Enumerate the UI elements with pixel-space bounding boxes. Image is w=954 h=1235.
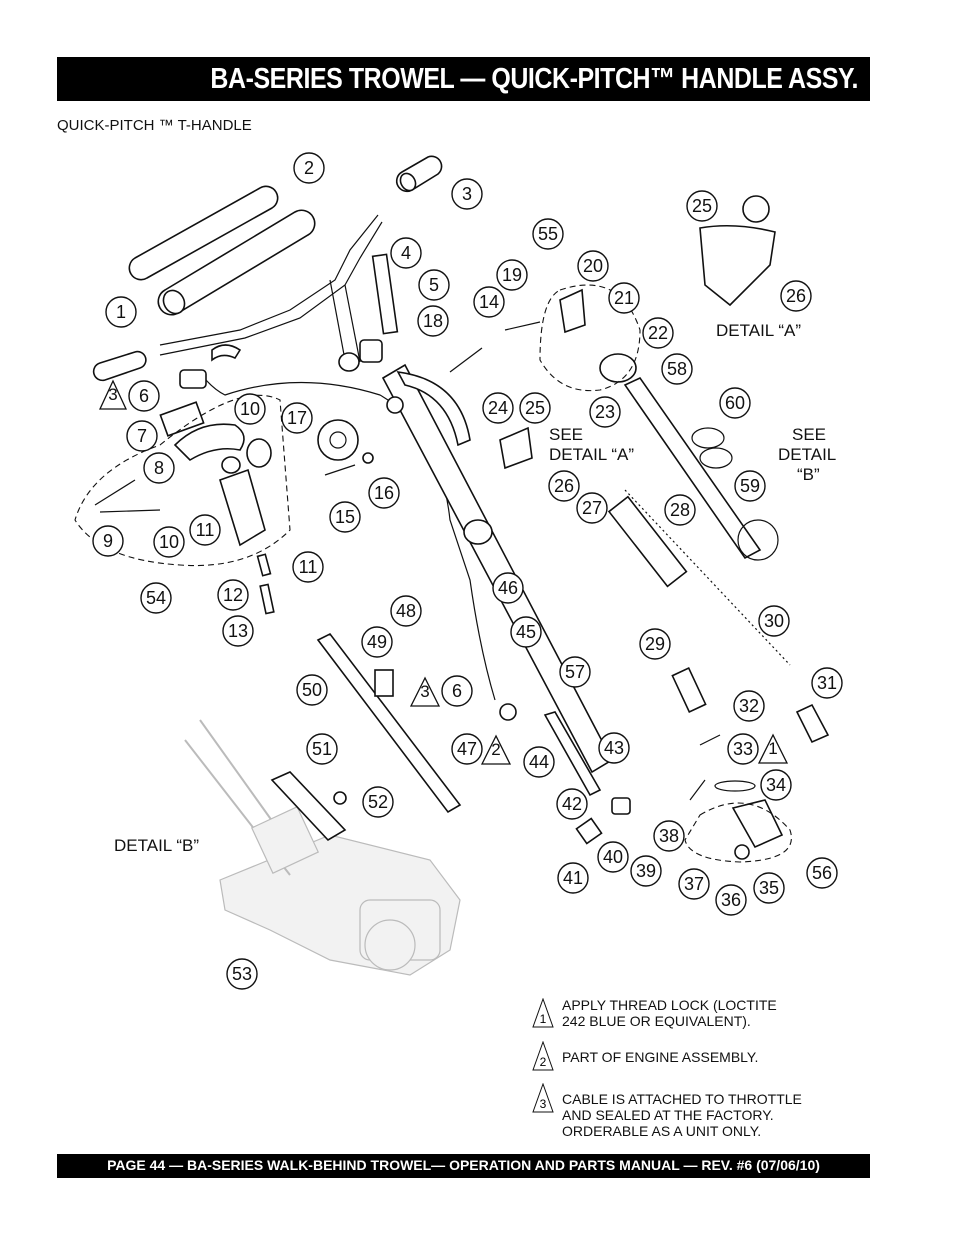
svg-text:24: 24: [488, 398, 508, 418]
svg-text:27: 27: [582, 498, 602, 518]
see-detail-b-2: DETAIL: [778, 445, 836, 464]
footer-text: PAGE 44 — BA-SERIES WALK-BEHIND TROWEL— …: [107, 1157, 820, 1173]
svg-text:3: 3: [462, 184, 472, 204]
svg-text:5: 5: [429, 275, 439, 295]
svg-text:55: 55: [538, 224, 558, 244]
section-subtitle: QUICK-PITCH ™ T-HANDLE: [57, 117, 252, 134]
svg-text:1: 1: [540, 1012, 547, 1026]
svg-text:22: 22: [648, 323, 668, 343]
detail-b-title: DETAIL “B”: [114, 836, 199, 855]
svg-text:39: 39: [636, 861, 656, 881]
trowel-engine-ghost: [184, 719, 461, 976]
svg-text:15: 15: [335, 507, 355, 527]
see-detail-b-1: SEE: [792, 425, 826, 444]
svg-text:3: 3: [108, 385, 117, 404]
note-1-text: APPLY THREAD LOCK (LOCTITE 242 BLUE OR E…: [562, 997, 777, 1029]
svg-text:40: 40: [603, 847, 623, 867]
page-title: BA-SERIES TROWEL — QUICK-PITCH™ HANDLE A…: [210, 63, 858, 95]
svg-text:56: 56: [812, 863, 832, 883]
svg-text:53: 53: [232, 964, 252, 984]
svg-text:30: 30: [764, 611, 784, 631]
svg-text:58: 58: [667, 359, 687, 379]
svg-text:3: 3: [420, 682, 429, 701]
title-bar: BA-SERIES TROWEL — QUICK-PITCH™ HANDLE A…: [57, 57, 870, 101]
svg-text:10: 10: [240, 399, 260, 419]
svg-text:51: 51: [312, 739, 332, 759]
svg-text:49: 49: [367, 632, 387, 652]
svg-text:20: 20: [583, 256, 603, 276]
svg-text:17: 17: [287, 408, 307, 428]
svg-text:13: 13: [228, 621, 248, 641]
svg-text:35: 35: [759, 878, 779, 898]
svg-text:48: 48: [396, 601, 416, 621]
svg-text:12: 12: [223, 585, 243, 605]
callout-bubbles: 1 2 3 4 5 6 7 8 9 10 10 11 11 12 13 14 1…: [92, 152, 843, 990]
svg-text:28: 28: [670, 500, 690, 520]
svg-text:18: 18: [423, 311, 443, 331]
note-3-text: CABLE IS ATTACHED TO THROTTLE AND SEALED…: [562, 1091, 802, 1139]
svg-text:57: 57: [565, 662, 585, 682]
svg-text:26: 26: [554, 476, 574, 496]
svg-text:6: 6: [139, 386, 149, 406]
note-2-text: PART OF ENGINE ASSEMBLY.: [562, 1049, 759, 1065]
svg-text:6: 6: [452, 681, 462, 701]
svg-text:1: 1: [768, 739, 777, 758]
see-detail-a-2: DETAIL “A”: [549, 445, 634, 464]
svg-text:38: 38: [659, 826, 679, 846]
svg-text:54: 54: [146, 588, 166, 608]
svg-text:42: 42: [562, 794, 582, 814]
svg-text:7: 7: [137, 426, 147, 446]
t-handle-bar: [159, 214, 383, 363]
svg-text:14: 14: [479, 292, 499, 312]
svg-text:25: 25: [525, 398, 545, 418]
svg-text:50: 50: [302, 680, 322, 700]
svg-text:60: 60: [725, 393, 745, 413]
svg-text:8: 8: [154, 458, 164, 478]
svg-text:25: 25: [692, 196, 712, 216]
triangle-marks: 3 3 2 1: [98, 379, 789, 765]
svg-text:11: 11: [196, 520, 215, 540]
note-2-triangle: 2: [532, 1041, 554, 1071]
svg-text:2: 2: [304, 158, 314, 178]
svg-text:33: 33: [733, 739, 753, 759]
svg-text:16: 16: [374, 483, 394, 503]
svg-text:36: 36: [721, 890, 741, 910]
note-3-triangle: 3: [532, 1083, 554, 1113]
svg-text:2: 2: [540, 1055, 547, 1069]
svg-text:9: 9: [103, 531, 113, 551]
svg-text:29: 29: [645, 634, 665, 654]
svg-text:52: 52: [368, 792, 388, 812]
svg-text:43: 43: [604, 738, 624, 758]
svg-text:32: 32: [739, 696, 759, 716]
svg-text:26: 26: [786, 286, 806, 306]
svg-text:23: 23: [595, 402, 615, 422]
svg-text:44: 44: [529, 752, 549, 772]
svg-text:2: 2: [491, 740, 500, 759]
grip-tubes: [128, 185, 316, 316]
svg-text:37: 37: [684, 874, 704, 894]
svg-text:47: 47: [457, 739, 477, 759]
see-detail-b-3: “B”: [797, 465, 820, 484]
svg-text:11: 11: [299, 557, 318, 577]
footer-bar: PAGE 44 — BA-SERIES WALK-BEHIND TROWEL— …: [57, 1154, 870, 1178]
svg-text:31: 31: [817, 673, 837, 693]
see-detail-a-1: SEE: [549, 425, 583, 444]
svg-text:10: 10: [159, 532, 179, 552]
svg-text:4: 4: [401, 243, 411, 263]
note-1-triangle: 1: [532, 998, 554, 1028]
svg-text:3: 3: [540, 1097, 547, 1111]
svg-text:46: 46: [498, 578, 518, 598]
detail-a-title: DETAIL “A”: [716, 321, 801, 340]
svg-text:41: 41: [563, 868, 583, 888]
svg-text:21: 21: [614, 288, 634, 308]
svg-text:34: 34: [766, 775, 786, 795]
svg-text:59: 59: [740, 476, 760, 496]
svg-text:1: 1: [116, 302, 126, 322]
svg-text:45: 45: [516, 622, 536, 642]
svg-text:19: 19: [502, 265, 522, 285]
